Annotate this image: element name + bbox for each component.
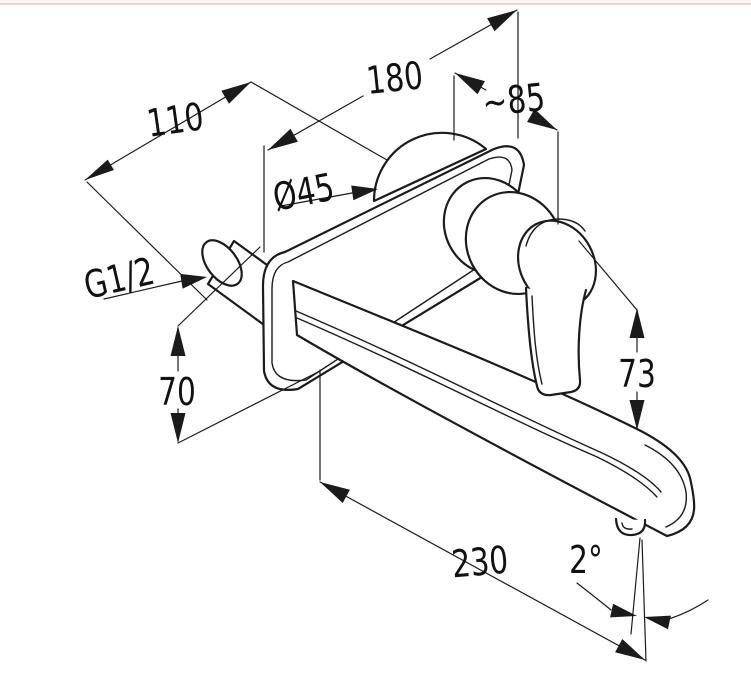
aerator-inner-line [621,522,633,530]
dimension-label-73: 73 [618,352,656,397]
dim-70-leader-bottom [177,371,319,444]
dimension-label-85: ~85 [480,75,547,126]
dim-85-arrow-left [455,73,485,95]
top-border-light [0,0,751,3]
dimension-label-2deg: 2° [569,538,603,583]
dim-45-arrow [351,185,378,201]
dim-110-line [84,81,252,181]
dim-110-arrow-right [221,82,251,104]
dimension-label-230: 230 [450,538,510,587]
dimension-annotations [84,9,709,662]
dim-g12-arrow [180,273,207,289]
dim-180-arrow-right [487,10,517,32]
dim-180-arrow-left [268,128,298,150]
lever-arm-inner-line [531,295,543,385]
dim-73-arrow-down [629,400,645,430]
dim-230-ext-right [641,539,647,662]
dimension-label-180: 180 [364,54,425,104]
dim-2deg-line [630,537,641,635]
spout-tip-inner-edge [644,444,688,528]
lever-arm-fill [526,288,586,396]
dim-g12-leader [103,280,183,300]
dimension-label-110: 110 [144,95,206,147]
cartridge-dome [372,131,488,203]
dim-85-arrow-right [527,108,557,130]
dim-230-arrow-right [615,639,645,660]
aerator-nub [614,517,647,537]
dim-230-arrow-left [320,482,350,503]
dim-70-leader-top [177,246,261,327]
dim-2deg-arc-left [576,582,612,611]
lever-arm [524,286,588,397]
dim-45-leader [280,192,353,207]
faucet-drawing [201,131,696,538]
dim-2deg-arc-right [668,599,709,620]
spout-top-front-edge-2 [296,317,658,498]
spout-top-front-edge [295,310,662,493]
dim-70-arrow-up [170,326,186,356]
dim-230-line [319,481,646,661]
dim-70-arrow-down [170,413,186,443]
dim-110-arrow-left [85,159,114,180]
dim-73-arrow-up [629,308,645,338]
top-border-line [0,3,751,5]
dim-2deg-arrow-left [610,603,637,618]
dimension-label-45: Ø45 [269,165,337,220]
dim-73-leader [578,240,638,311]
dimension-label-g12: G1/2 [80,249,159,308]
dimension-label-70: 70 [158,370,196,415]
dim-2deg-arrow-right [644,615,671,630]
